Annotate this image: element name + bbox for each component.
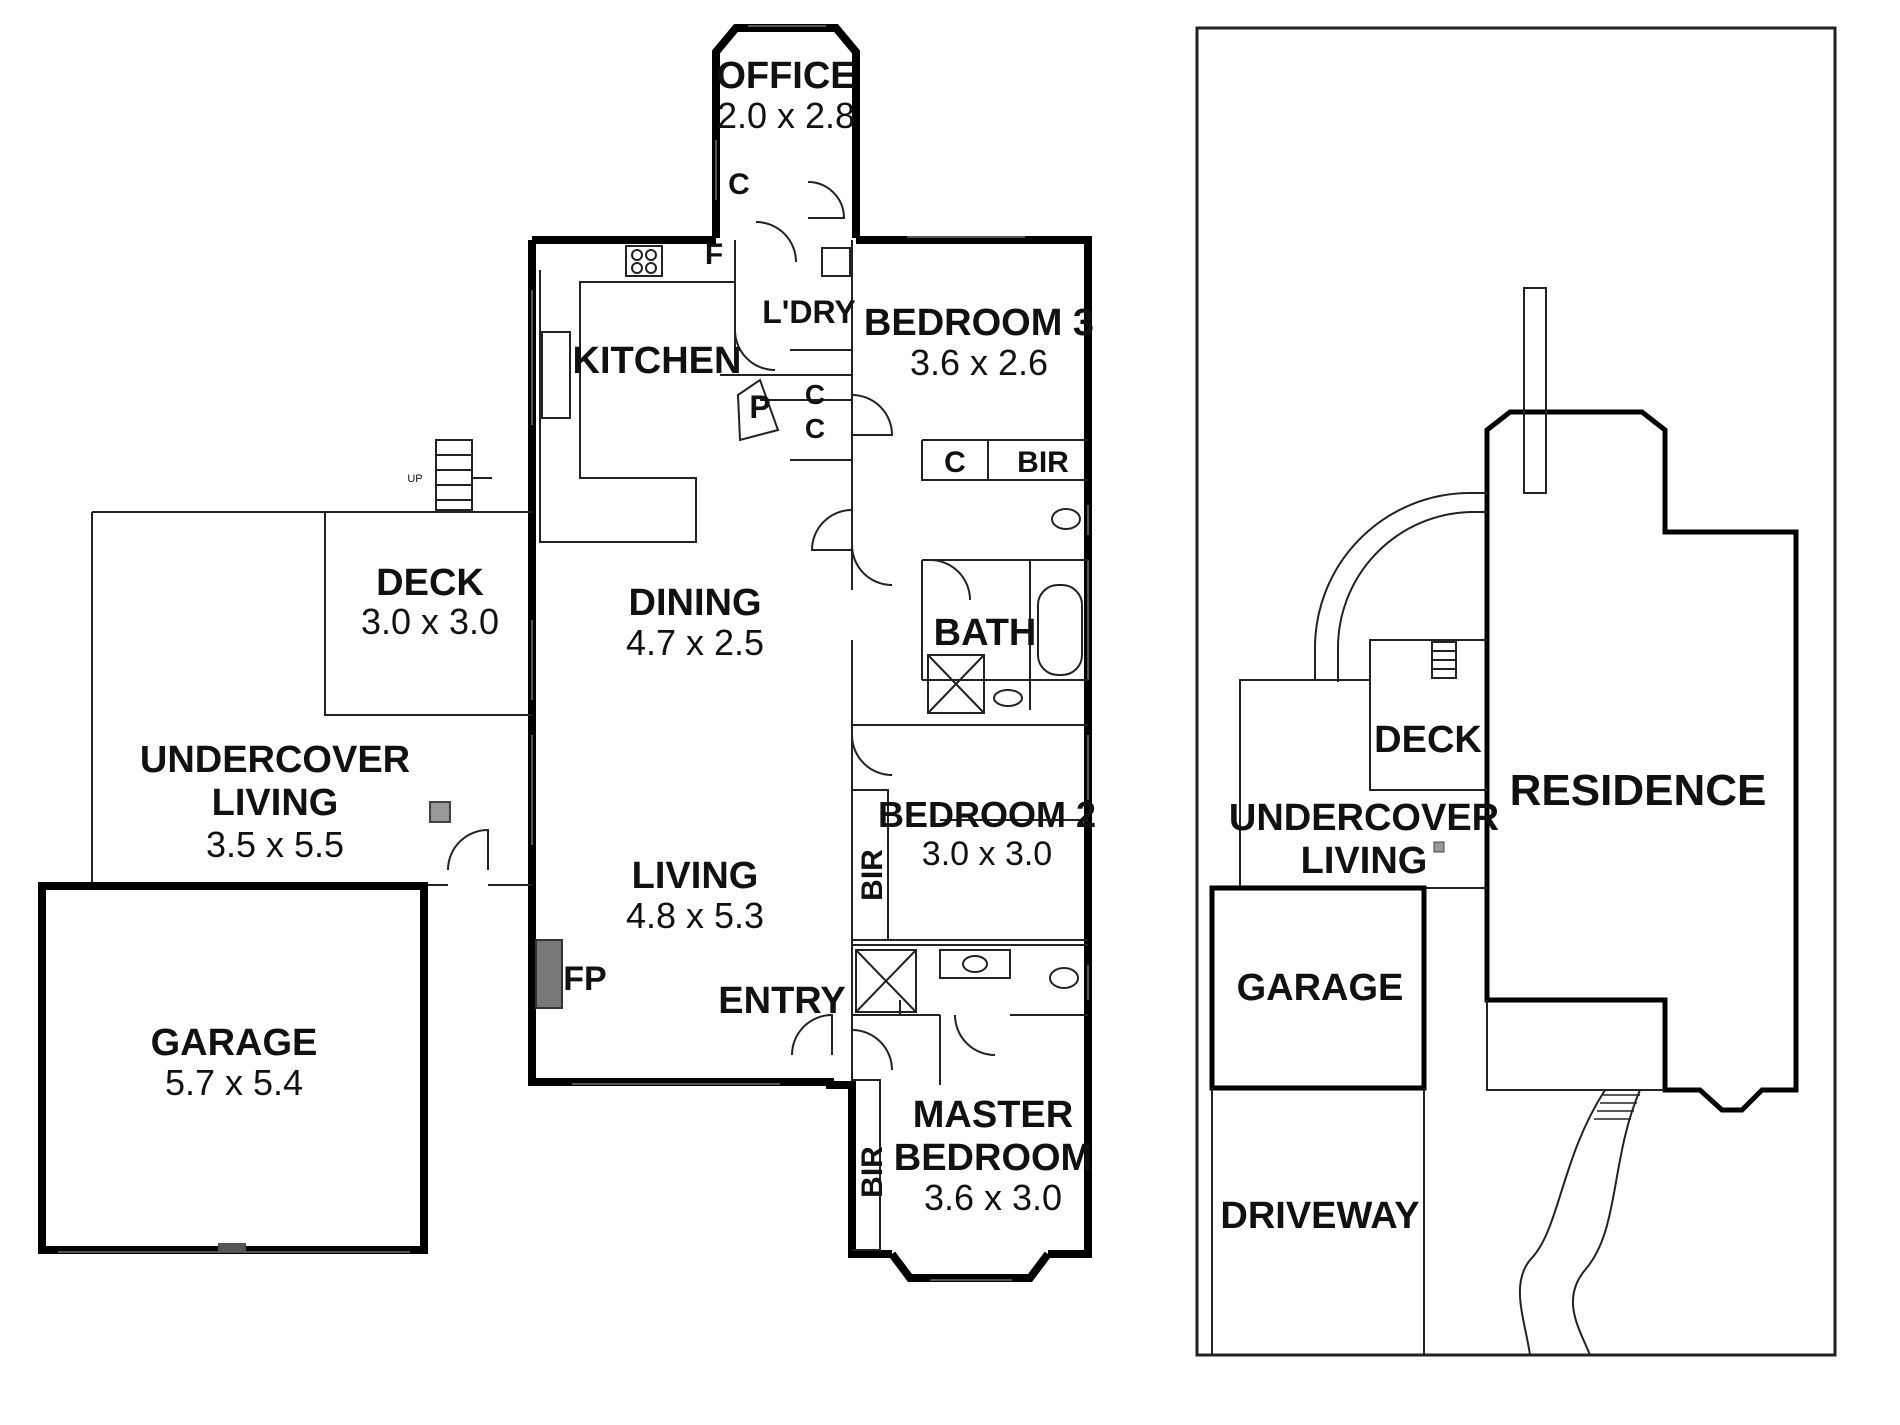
cupboard-label: C	[805, 379, 825, 410]
master-label-line1: MASTER	[913, 1094, 1073, 1136]
bath-label: BATH	[934, 612, 1037, 654]
ensuite-shower	[855, 949, 917, 1013]
undercover-label-line1: UNDERCOVER	[140, 739, 410, 781]
bath-basin	[993, 689, 1023, 707]
cooktop-burner	[631, 262, 643, 274]
living-label: LIVING	[632, 855, 759, 897]
bedroom2-dims: 3.0 x 3.0	[922, 835, 1052, 873]
dining-dims: 4.7 x 2.5	[626, 622, 764, 663]
cooktop-burner	[645, 249, 657, 261]
shower	[927, 654, 985, 714]
cupboard-label: C	[728, 168, 750, 201]
office-walls	[712, 24, 860, 238]
kitchen-label: KITCHEN	[573, 340, 742, 382]
garage-label: GARAGE	[151, 1022, 318, 1064]
dining-label: DINING	[629, 582, 762, 624]
site-winding-path	[1518, 1089, 1606, 1356]
cupboard-label: C	[805, 413, 825, 444]
site-deck-outline	[1369, 639, 1487, 791]
garage-dims: 5.7 x 5.4	[165, 1062, 303, 1103]
cupboard-label: C	[944, 446, 966, 479]
master-dims: 3.6 x 3.0	[924, 1177, 1062, 1218]
site-front-steps	[1594, 1094, 1640, 1120]
site-deck-label: DECK	[1374, 719, 1482, 761]
laundry-tub	[821, 247, 851, 277]
fridge-label: F	[705, 238, 723, 271]
site-stairs	[1431, 641, 1457, 679]
site-residence-label: RESIDENCE	[1510, 766, 1767, 815]
site-garage-label: GARAGE	[1237, 967, 1404, 1009]
garage-door-centre	[218, 1243, 246, 1253]
bir-label: BIR	[856, 849, 889, 901]
site-garage-outline	[1209, 885, 1427, 1091]
site-driveway-outline	[1211, 1000, 1665, 1355]
bedroom2-label: BEDROOM 2	[878, 794, 1096, 835]
toilet	[1051, 508, 1081, 530]
ensuite-vanity	[939, 949, 1011, 979]
site-undercover-post	[1433, 841, 1445, 853]
cooktop-burner	[645, 262, 657, 274]
deck-dims: 3.0 x 3.0	[361, 601, 499, 642]
office-label: OFFICE	[716, 55, 855, 97]
garage-walls	[38, 882, 428, 1254]
site-undercover-label-line1: UNDERCOVER	[1229, 797, 1499, 839]
site-undercover-label-line2: LIVING	[1301, 840, 1428, 882]
entry-label: ENTRY	[718, 980, 845, 1022]
cooktop	[625, 245, 663, 277]
fireplace-label: FP	[563, 960, 606, 998]
site-plan-labels: RESIDENCE DECK UNDERCOVER LIVING GARAGE …	[1220, 719, 1766, 1237]
ensuite-shower-diagonal	[855, 949, 917, 1013]
undercover-label-line2: LIVING	[212, 782, 339, 824]
floor-plan: UP	[38, 24, 1092, 1282]
master-label-line2: BEDROOM	[894, 1137, 1092, 1179]
site-curved-path-inner	[1336, 511, 1487, 682]
stairs-up-label: UP	[407, 473, 422, 485]
bedroom3-label: BEDROOM 3	[864, 302, 1094, 344]
deck-stairs	[435, 439, 492, 511]
site-office-stalk	[1523, 287, 1547, 494]
site-driveway-label: DRIVEWAY	[1220, 1195, 1419, 1237]
bathtub	[1037, 584, 1083, 676]
living-dims: 4.8 x 5.3	[626, 895, 764, 936]
kitchen-bench	[539, 270, 735, 543]
kitchen-sink	[541, 331, 571, 419]
deck-label: DECK	[376, 562, 484, 604]
shower-diagonal	[927, 654, 985, 714]
ensuite-toilet	[1049, 967, 1079, 989]
fireplace-hearth	[535, 939, 563, 1009]
floor-plan-labels: OFFICE 2.0 x 2.8 C F L'DRY KITCHEN P C C…	[140, 55, 1096, 1218]
master-bay-walls	[888, 1251, 1052, 1282]
residence-outline	[1484, 409, 1799, 1113]
cooktop-burner	[631, 249, 643, 261]
site-winding-path	[1571, 1089, 1641, 1356]
laundry-label: L'DRY	[762, 294, 856, 330]
site-curved-path	[1313, 492, 1487, 680]
undercover-dims: 3.5 x 5.5	[206, 824, 344, 865]
pantry-label: P	[749, 389, 770, 425]
bir-label: BIR	[1017, 446, 1069, 479]
site-boundary	[1195, 26, 1837, 1357]
undercover-post	[429, 801, 451, 823]
site-plan	[1195, 26, 1837, 1357]
bedroom3-dims: 3.6 x 2.6	[910, 342, 1048, 383]
bir-label: BIR	[856, 1146, 889, 1198]
ensuite-basin	[962, 955, 988, 973]
deck-outline	[324, 511, 532, 716]
interior-walls	[720, 240, 1088, 1251]
door-swings	[447, 181, 996, 1071]
office-dims: 2.0 x 2.8	[717, 95, 855, 136]
